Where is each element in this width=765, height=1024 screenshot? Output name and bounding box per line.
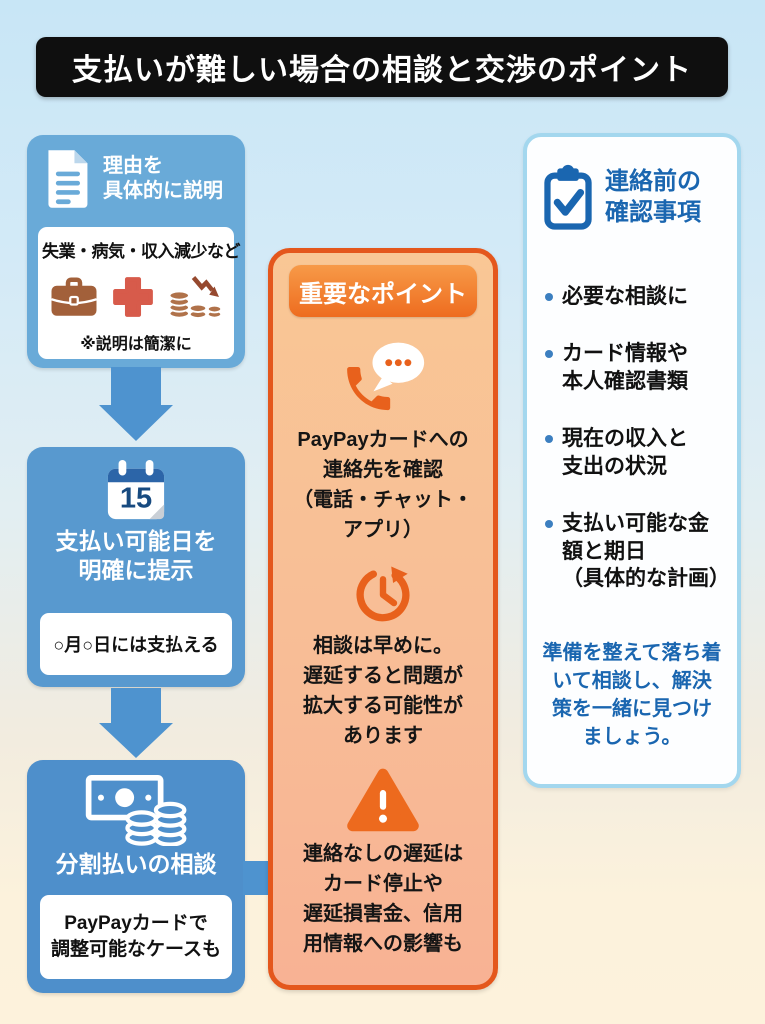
pre-contact-checklist-panel: 連絡前の 確認事項 必要な相談に カード情報や 本人確認書類 現在の収入と 支出… xyxy=(523,133,741,788)
medical-cross-icon xyxy=(113,277,153,317)
step1-note-title: 失業・病気・収入減少など xyxy=(42,242,241,261)
clipboard-check-icon xyxy=(544,164,592,230)
important-item1-text: PayPayカードへの 連絡先を確認 （電話・チャット・ アプリ） xyxy=(293,429,473,541)
checklist-items: 必要な相談に カード情報や 本人確認書類 現在の収入と 支出の状況 支払い可能な… xyxy=(527,283,737,593)
checklist-header-row: 連絡前の 確認事項 xyxy=(527,137,737,231)
phone-chat-icon xyxy=(347,342,425,411)
checklist-item: 必要な相談に xyxy=(545,283,727,311)
step3-icon-wrap xyxy=(27,760,245,846)
item1-icon-wrap xyxy=(273,339,493,419)
checklist-item-text: 支払い可能な金 額と期日 （具体的な計画） xyxy=(562,511,730,591)
arrow-down-icon xyxy=(99,688,173,758)
bullet-dot-icon xyxy=(545,434,553,443)
checklist-item: カード情報や 本人確認書類 xyxy=(545,340,727,396)
step1-heading: 理由を 具体的に説明 xyxy=(103,155,223,202)
bullet-dot-icon xyxy=(545,349,553,358)
step3-heading: 分割払いの相談 xyxy=(55,851,217,877)
income-decline-icon xyxy=(168,276,222,319)
bullet-dot-icon xyxy=(545,293,553,301)
checklist-item-text: 必要な相談に xyxy=(562,285,688,308)
document-icon xyxy=(48,150,88,208)
page-title: 支払いが難しい場合の相談と交渉のポイント xyxy=(36,37,728,97)
checklist-footer-message: 準備を整えて落ち着 いて相談し、解決 策を一緒に見つけ ましょう。 xyxy=(542,642,722,749)
flow-step-explain-reason: 理由を 具体的に説明 失業・病気・収入減少など xyxy=(27,135,245,368)
calendar-icon: 15 xyxy=(107,459,165,520)
important-points-header: 重要なポイント xyxy=(289,265,477,317)
clock-urgency-icon xyxy=(356,566,410,622)
step1-header: 理由を 具体的に説明 xyxy=(27,135,245,209)
step1-note-card: 失業・病気・収入減少など xyxy=(38,227,241,359)
checklist-item-text: カード情報や 本人確認書類 xyxy=(562,341,688,393)
warning-icon xyxy=(347,768,419,832)
arrow-down-icon xyxy=(99,367,173,441)
step2-heading: 支払い可能日を 明確に提示 xyxy=(55,528,217,583)
flow-step-payment-date: 15 支払い可能日を 明確に提示 ○月○日には支払える xyxy=(27,447,245,687)
important-points-panel: 重要なポイント PayPayカードへの 連絡先を確認 （電話・チャット・ アプリ… xyxy=(268,248,498,990)
checklist-heading: 連絡前の 確認事項 xyxy=(605,167,701,226)
important-item3-text: 連絡なしの遅延は カード停止や 遅延損害金、信用 用情報への影響も xyxy=(303,843,463,955)
step1-note-icons xyxy=(42,271,230,323)
briefcase-icon xyxy=(51,277,97,316)
bullet-dot-icon xyxy=(545,519,553,528)
checklist-item: 現在の収入と 支出の状況 xyxy=(545,425,727,481)
item2-icon-wrap xyxy=(273,561,493,625)
step2-note-card: ○月○日には支払える xyxy=(40,613,232,675)
step1-note-caption: ※説明は簡潔に xyxy=(80,336,192,353)
money-icon xyxy=(85,774,187,846)
checklist-item: 支払い可能な金 額と期日 （具体的な計画） xyxy=(545,510,730,594)
step2-icon-wrap: 15 xyxy=(27,447,245,523)
flow-step-installment: 分割払いの相談 PayPayカードで 調整可能なケースも xyxy=(27,760,245,993)
step3-note-card: PayPayカードで 調整可能なケースも xyxy=(40,895,232,979)
important-item2-text: 相談は早めに。 遅延すると問題が 拡大する可能性が あります xyxy=(303,635,463,747)
checklist-item-text: 現在の収入と 支出の状況 xyxy=(562,426,688,478)
calendar-day-label: 15 xyxy=(120,482,152,514)
item3-icon-wrap xyxy=(273,765,493,833)
